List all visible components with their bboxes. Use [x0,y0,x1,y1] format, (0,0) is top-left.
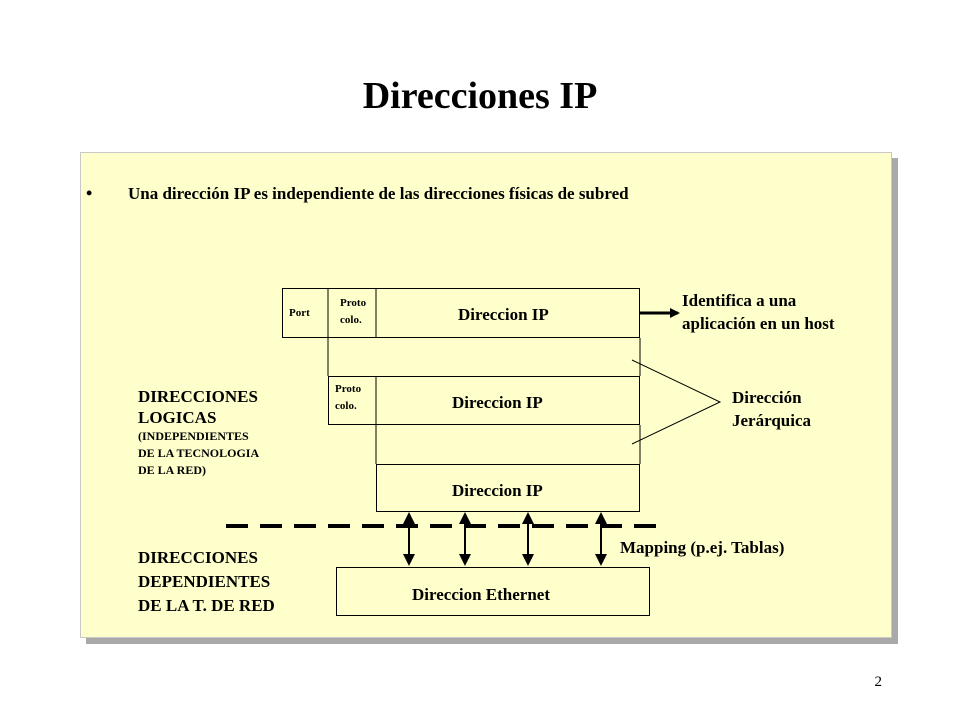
hierarchy-chevron [631,359,722,445]
jerarquica-note: Dirección Jerárquica [732,388,812,430]
ip-address-label-1: Direccion IP [458,305,549,324]
port-label: Port [289,307,310,319]
proto-ip-box [328,376,640,425]
ip-box [376,464,640,512]
bullet-marker: • [86,183,93,203]
logicas-label: DIRECCIONES LOGICAS (INDEPENDIENTES DE L… [138,387,260,477]
bullet-text: Una dirección IP es independiente de las… [128,184,629,203]
mapping-label: Mapping (p.ej. Tablas) [620,538,785,557]
port-proto-ip-box [282,288,640,338]
slide-title: Direcciones IP [362,75,598,117]
ip-address-label-2: Direccion IP [452,393,543,412]
page-number: 2 [874,674,883,690]
identifica-note: Identifica a una aplicación en un host [682,291,835,333]
dependientes-label: DIRECCIONES DEPENDIENTES DE LA T. DE RED [138,548,275,615]
ethernet-address-label: Direccion Ethernet [412,585,551,604]
ethernet-address-box [336,567,650,616]
ip-address-label-3: Direccion IP [452,481,543,500]
